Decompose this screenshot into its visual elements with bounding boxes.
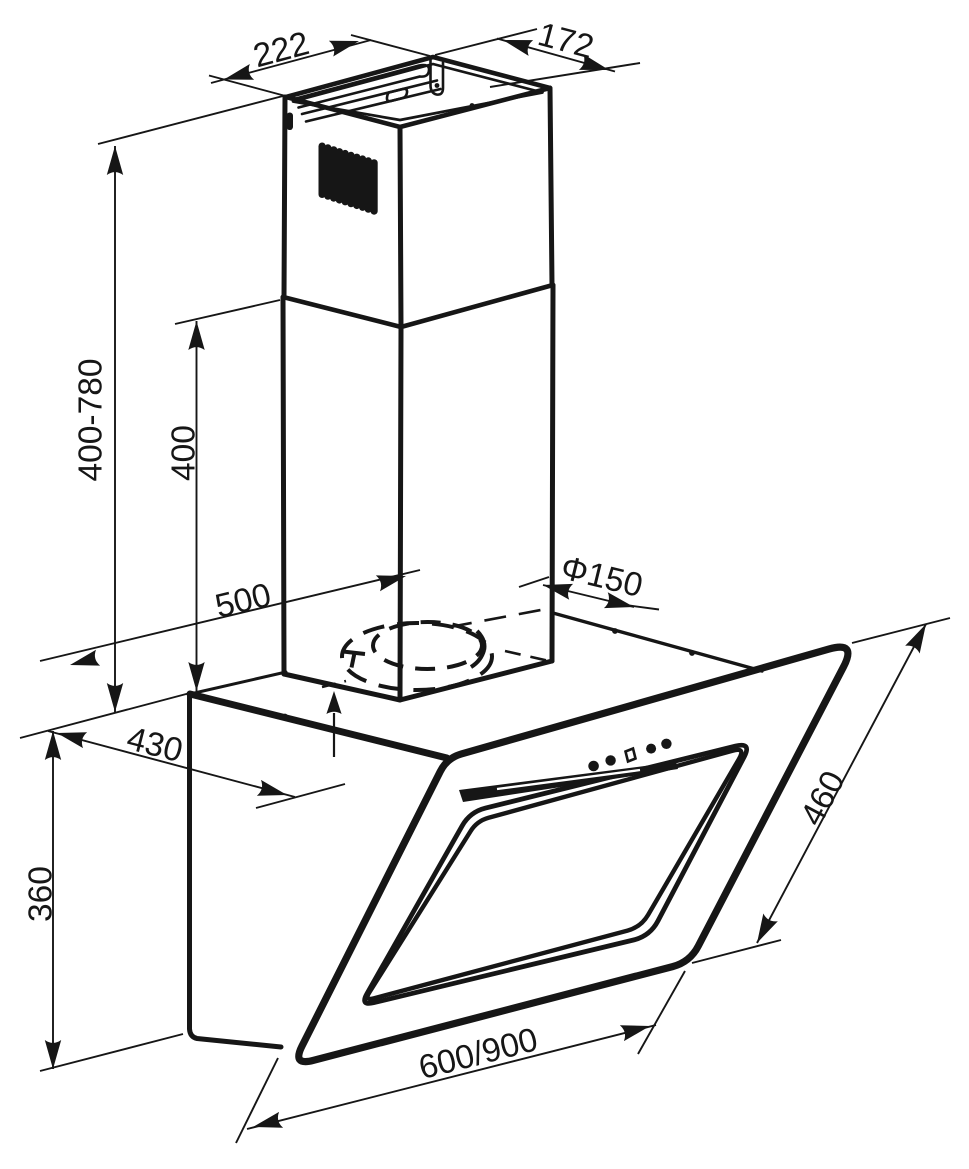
svg-text:360: 360 (23, 866, 60, 922)
svg-text:400: 400 (166, 425, 203, 481)
svg-text:400-780: 400-780 (73, 359, 110, 482)
